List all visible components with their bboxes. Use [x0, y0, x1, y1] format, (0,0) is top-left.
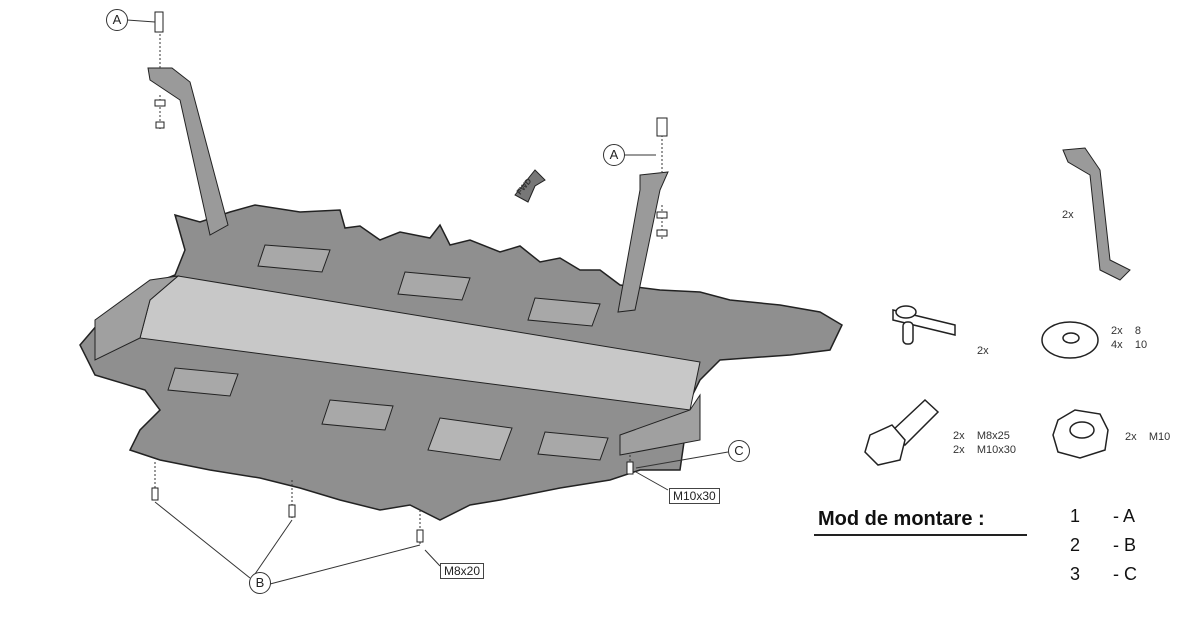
- step-3-num: 3: [1070, 564, 1081, 584]
- step-2-letter: - B: [1113, 535, 1137, 555]
- washer-qty-2: 4x 10: [1111, 339, 1148, 351]
- washer-qty-1: 2x 8: [1111, 325, 1141, 337]
- side-bolt-label: M10x30: [669, 488, 720, 504]
- clip-bolt-icon: [892, 305, 956, 345]
- title-underline: [814, 534, 1027, 536]
- washer-icon: [1041, 321, 1099, 359]
- nut-qty: 2x M10: [1125, 431, 1171, 443]
- callout-b: B: [249, 572, 271, 594]
- callout-a-2: A: [603, 144, 625, 166]
- step-3-letter: - C: [1113, 564, 1137, 584]
- bracket-qty: 2x: [1062, 209, 1074, 221]
- step-1-letter: - A: [1113, 506, 1136, 526]
- step-1-num: 1: [1070, 506, 1081, 526]
- step-2-num: 2: [1070, 535, 1081, 555]
- mounting-title: Mod de montare :: [818, 508, 985, 530]
- callout-c: C: [728, 440, 750, 462]
- fwd-arrow-icon: [514, 169, 546, 203]
- bolt-qty-1: 2x M8x25: [953, 430, 1010, 442]
- clip-bolt-qty: 2x: [977, 345, 989, 357]
- bottom-bolt-label: M8x20: [440, 563, 485, 579]
- bolt-icon: [864, 398, 940, 466]
- nut-icon: [1052, 409, 1109, 459]
- callout-a-1: A: [106, 9, 128, 31]
- bolt-qty-2: 2x M10x30: [953, 444, 1016, 456]
